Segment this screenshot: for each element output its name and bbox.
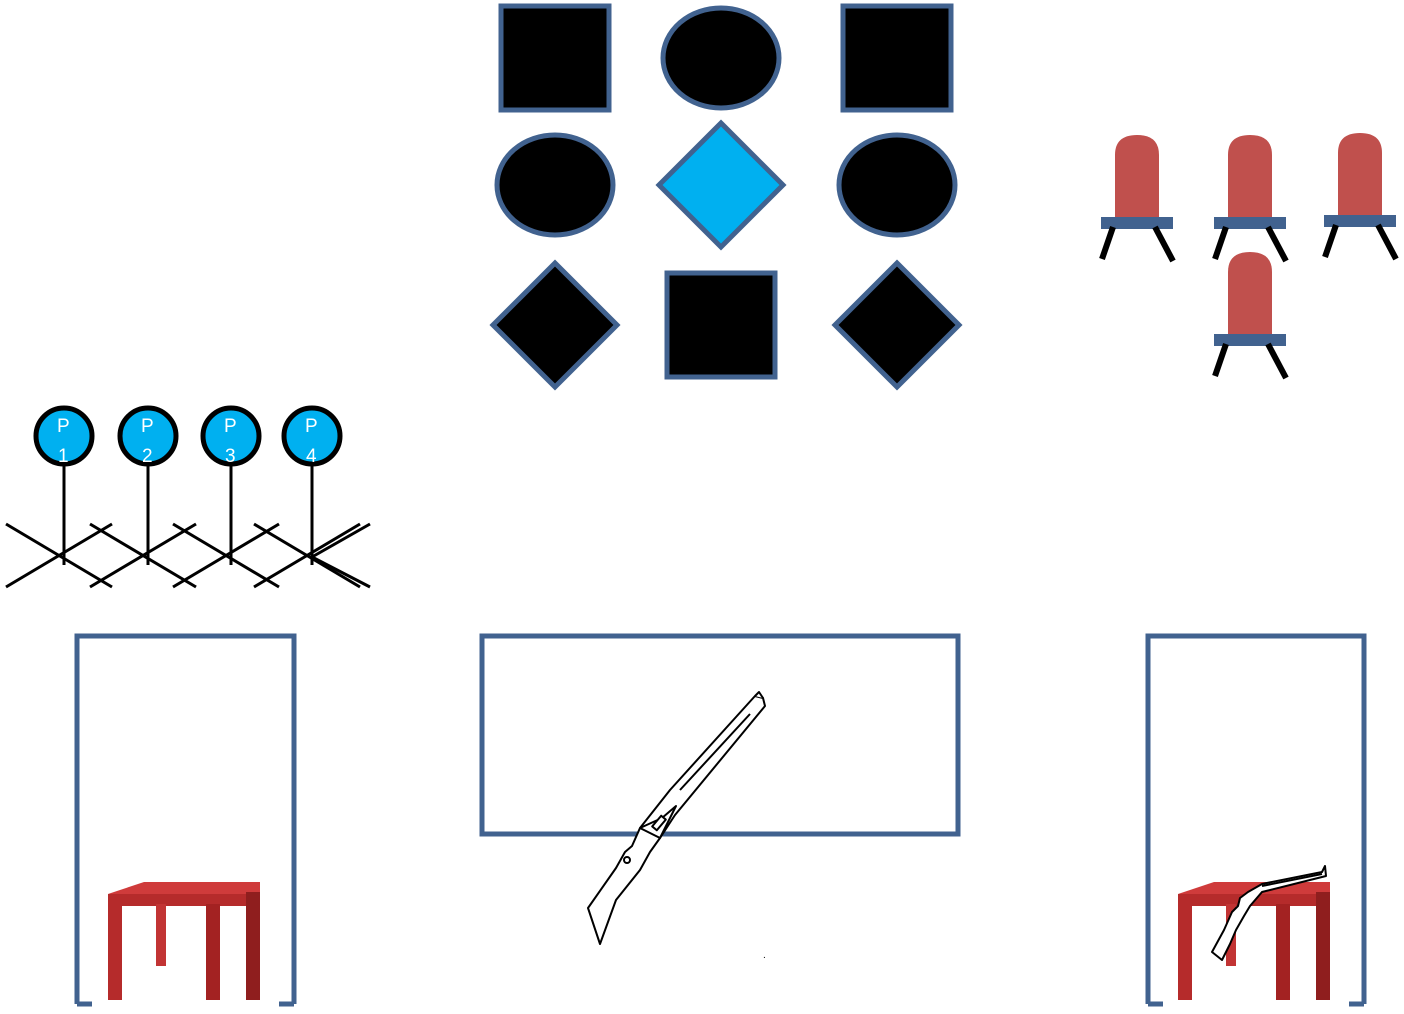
target-square	[501, 6, 609, 110]
table-icon	[108, 882, 260, 1000]
target-grid	[493, 6, 959, 387]
popper-stand-leg	[312, 524, 370, 557]
popper-target-icon: P4	[254, 408, 360, 587]
chair-icon	[1214, 252, 1286, 378]
popper-label-top: P	[224, 416, 237, 437]
target-square	[667, 273, 775, 377]
popper-label-top: P	[141, 416, 154, 437]
popper-label-number: 3	[225, 446, 236, 467]
target-diamond-highlighted	[659, 123, 783, 247]
popper-label-top: P	[305, 416, 318, 437]
popper-target-icon: P1	[6, 408, 112, 587]
popper-stand-leg	[312, 557, 370, 587]
chair-icon	[1101, 135, 1173, 261]
chair-icon	[1324, 133, 1396, 259]
center-dot: .	[763, 950, 766, 961]
target-ellipse	[663, 8, 779, 108]
target-diamond	[835, 263, 959, 387]
popper-label-number: 4	[306, 446, 317, 467]
target-ellipse	[839, 135, 955, 235]
popper-label-number: 2	[142, 446, 153, 467]
target-diamond	[493, 263, 617, 387]
popper-label-number: 1	[58, 446, 69, 467]
chair-icon	[1214, 135, 1286, 261]
popper-label-top: P	[57, 416, 70, 437]
popper-target-icon: P2	[90, 408, 196, 587]
rifle-icon	[588, 692, 765, 944]
popper-target-icon: P3	[173, 408, 279, 587]
target-square	[843, 6, 951, 110]
chair-group	[1101, 133, 1396, 378]
target-ellipse	[497, 135, 613, 235]
